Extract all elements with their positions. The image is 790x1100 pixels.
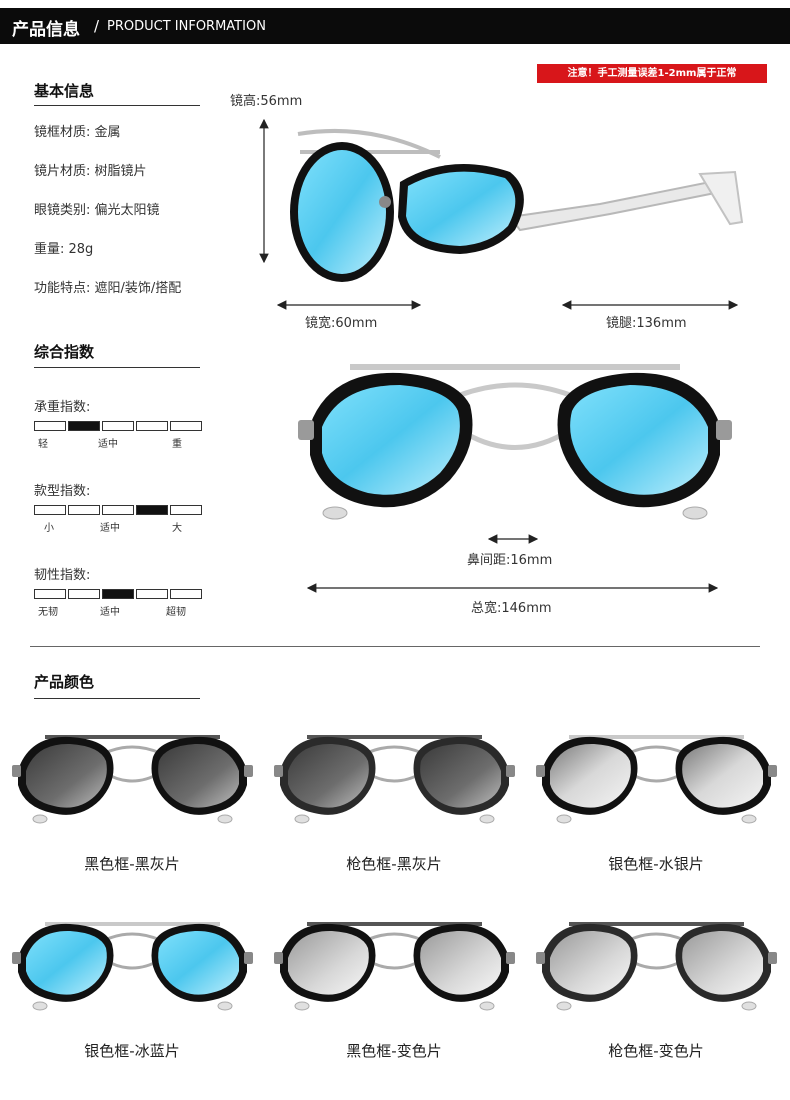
rating-style: 款型指数: 小 适中 大 [34, 480, 202, 534]
color-variant-caption: 枪色框-黑灰片 [346, 855, 442, 873]
temple-length-label: 镜腿:136mm [606, 316, 687, 331]
header-title-cn: 产品信息 [12, 20, 80, 40]
total-width-label: 总宽:146mm [471, 601, 552, 616]
color-variant-image [536, 922, 777, 1011]
rating-load-max: 重 [172, 439, 182, 450]
color-variant-caption: 银色框-水银片 [608, 855, 704, 873]
rating-toughness-max: 超韧 [166, 607, 186, 618]
ratings-divider [34, 367, 200, 368]
lens-height-arrow [259, 118, 269, 264]
rating-toughness-label: 韧性指数: [34, 568, 91, 583]
rating-toughness: 韧性指数: 无韧 适中 超韧 [34, 564, 202, 618]
meter-segment [170, 505, 202, 515]
meter-segment [34, 505, 66, 515]
color-variant-image [274, 922, 515, 1011]
rating-toughness-min: 无韧 [38, 607, 58, 618]
rating-toughness-meter [34, 589, 202, 599]
rating-style-mid: 适中 [100, 523, 120, 534]
color-variant-image [536, 735, 777, 824]
header-bar: 产品信息 / PRODUCT INFORMATION [0, 8, 790, 44]
color-variant-image [274, 735, 515, 824]
rating-toughness-mid: 适中 [100, 607, 120, 618]
rating-load: 承重指数: 轻 适中 重 [34, 396, 202, 450]
meter-segment [34, 421, 66, 431]
rating-load-meter [34, 421, 202, 431]
meter-segment [102, 505, 134, 515]
meter-segment [170, 421, 202, 431]
meter-segment [102, 589, 134, 599]
meter-segment [34, 589, 66, 599]
color-variant-caption: 银色框-冰蓝片 [84, 1042, 180, 1060]
rating-load-min: 轻 [38, 439, 48, 450]
meter-segment [102, 421, 134, 431]
sunglasses-side-view-image [290, 128, 744, 282]
bridge-arrow [487, 534, 539, 544]
rating-style-min: 小 [44, 523, 54, 534]
color-variant-caption: 黑色框-变色片 [346, 1042, 442, 1060]
bridge-label: 鼻间距:16mm [467, 553, 553, 568]
color-variant-caption: 枪色框-变色片 [608, 1042, 704, 1060]
color-variant-image [12, 922, 253, 1011]
meter-segment [170, 589, 202, 599]
total-width-arrow [306, 583, 719, 593]
spec-frame-material: 镜框材质: 金属 [34, 125, 121, 140]
lens-width-label: 镜宽:60mm [305, 316, 378, 331]
rating-load-mid: 适中 [98, 439, 118, 450]
basic-info-title: 基本信息 [34, 82, 95, 100]
temple-length-arrow [561, 300, 739, 310]
spec-features: 功能特点: 遮阳/装饰/搭配 [34, 281, 182, 296]
rating-load-label: 承重指数: [34, 400, 91, 415]
color-variant-caption: 黑色框-黑灰片 [84, 855, 180, 873]
sunglasses-front-view-image [298, 364, 732, 520]
meter-segment [136, 505, 168, 515]
header-title-en: PRODUCT INFORMATION [107, 19, 266, 34]
color-variant-image [12, 735, 253, 824]
meter-segment [68, 589, 100, 599]
rating-style-max: 大 [172, 523, 182, 534]
meter-segment [68, 505, 100, 515]
spec-weight: 重量: 28g [34, 242, 94, 257]
rating-style-label: 款型指数: [34, 484, 91, 499]
section-divider [30, 646, 760, 647]
rating-style-meter [34, 505, 202, 515]
spec-glasses-type: 眼镜类别: 偏光太阳镜 [34, 203, 160, 218]
spec-lens-material: 镜片材质: 树脂镜片 [34, 164, 147, 179]
basic-info-divider [34, 105, 200, 106]
meter-segment [68, 421, 100, 431]
lens-height-label: 镜高:56mm [230, 94, 303, 109]
lens-width-arrow [276, 300, 422, 310]
colors-title: 产品颜色 [34, 673, 95, 691]
ratings-title: 综合指数 [34, 343, 95, 361]
colors-divider [34, 698, 200, 699]
header-separator: / [94, 17, 100, 35]
measurement-notice: 注意！手工测量误差1-2mm属于正常 [537, 64, 767, 83]
meter-segment [136, 589, 168, 599]
meter-segment [136, 421, 168, 431]
